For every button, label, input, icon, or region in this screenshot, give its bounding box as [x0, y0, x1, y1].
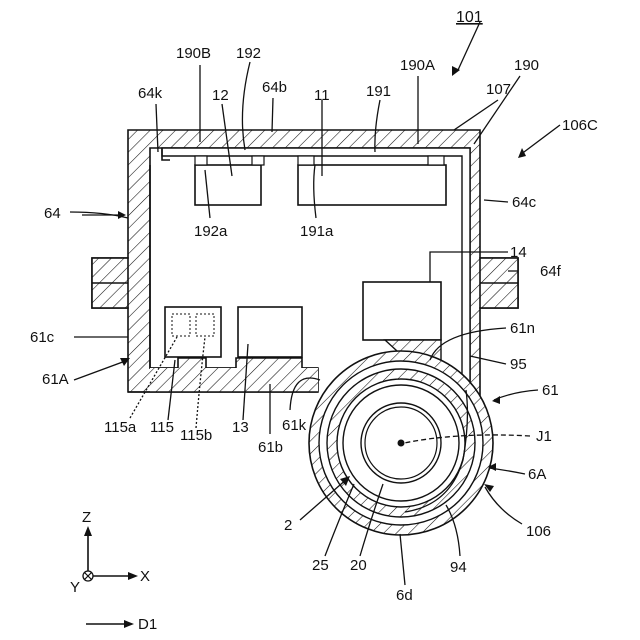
label-61A: 61A	[42, 371, 69, 388]
axis-indicator: Z X Y D1	[70, 509, 157, 633]
label-192: 192	[236, 45, 261, 62]
label-64: 64	[44, 205, 61, 222]
label-6d: 6d	[396, 587, 413, 604]
figure-title: 101	[456, 9, 483, 26]
x-axis-arrowhead	[128, 572, 138, 580]
arrowhead-61	[492, 396, 500, 404]
component-11	[298, 165, 446, 205]
y-axis-label: Y	[70, 579, 80, 596]
label-13: 13	[232, 419, 249, 436]
label-64b: 64b	[262, 79, 287, 96]
label-190A: 190A	[400, 57, 435, 74]
label-61k: 61k	[282, 417, 307, 434]
label-14: 14	[510, 244, 527, 261]
label-12: 12	[212, 87, 229, 104]
label-2: 2	[284, 517, 292, 534]
pad-191a	[298, 156, 314, 165]
z-axis-label: Z	[82, 509, 91, 526]
pad-192a	[195, 156, 207, 165]
pad-191b	[428, 156, 444, 165]
label-106C: 106C	[562, 117, 598, 134]
label-94: 94	[450, 559, 467, 576]
axis-J1-point	[398, 440, 405, 447]
housing-floor-61b	[150, 368, 318, 392]
label-J1: J1	[536, 428, 552, 445]
label-11: 11	[314, 87, 330, 104]
label-191: 191	[366, 83, 391, 100]
label-61c: 61c	[30, 329, 55, 346]
label-115: 115	[150, 419, 174, 436]
label-61n: 61n	[510, 320, 535, 337]
arrowhead-106C	[518, 148, 526, 158]
label-107: 107	[486, 81, 511, 98]
sensor-115a	[172, 314, 190, 336]
label-64f: 64f	[540, 263, 562, 280]
label-115a: 115a	[104, 419, 137, 436]
label-64k: 64k	[138, 85, 163, 102]
label-20: 20	[350, 557, 367, 574]
label-61: 61	[542, 382, 559, 399]
z-axis-arrowhead	[84, 526, 92, 536]
label-190: 190	[514, 57, 539, 74]
x-axis-label: X	[140, 568, 150, 585]
sensor-115b	[196, 314, 214, 336]
label-6A: 6A	[528, 466, 546, 483]
label-106: 106	[526, 523, 551, 540]
d1-arrowhead	[124, 620, 134, 628]
label-95: 95	[510, 356, 527, 373]
component-14	[363, 282, 441, 340]
pad-192b	[252, 156, 264, 165]
label-115b: 115b	[180, 427, 212, 444]
label-61b: 61b	[258, 439, 283, 456]
label-25: 25	[312, 557, 329, 574]
label-192a: 192a	[194, 223, 228, 240]
label-64c: 64c	[512, 194, 537, 211]
d1-label: D1	[138, 616, 157, 633]
label-190B: 190B	[176, 45, 211, 62]
label-191a: 191a	[300, 223, 334, 240]
